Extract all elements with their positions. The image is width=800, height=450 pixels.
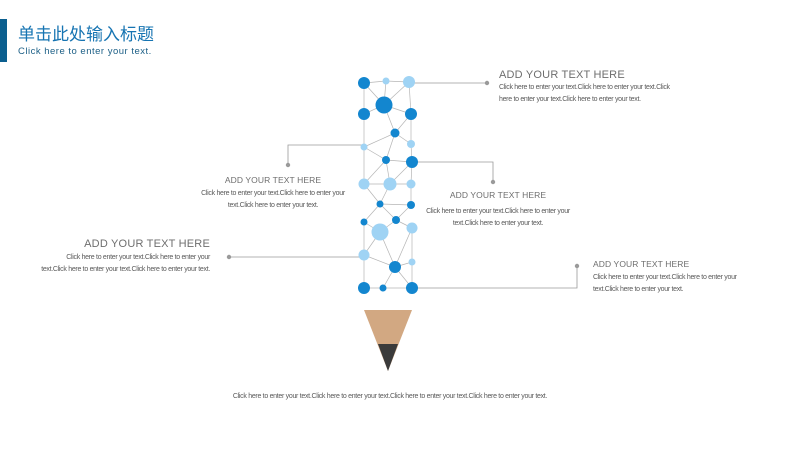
- network-nodes: [358, 76, 418, 294]
- connector-mid-left: [287, 144, 364, 165]
- callout-connectors: [229, 82, 578, 289]
- callout-mid-right-heading[interactable]: ADD YOUR TEXT HERE: [449, 190, 547, 200]
- callout-low-left-body[interactable]: Click here to enter your text.Click here…: [41, 254, 210, 273]
- callout-mid-right-body[interactable]: Click here to enter your text.Click here…: [426, 208, 570, 227]
- callout-low-right-heading[interactable]: ADD YOUR TEXT HERE: [593, 259, 690, 269]
- callout-top-right-body[interactable]: Click here to enter your text.Click here…: [499, 84, 670, 103]
- title-accent-bar: [0, 19, 7, 62]
- pencil-wood-tip: [364, 310, 412, 371]
- page-subtitle[interactable]: Click here to enter your text.: [18, 46, 152, 57]
- connector-low-right: [412, 266, 578, 289]
- footer-body-text[interactable]: Click here to enter your text.Click here…: [232, 393, 548, 400]
- callout-low-left-heading[interactable]: ADD YOUR TEXT HERE: [84, 238, 210, 250]
- callout-top-right-heading[interactable]: ADD YOUR TEXT HERE: [499, 69, 625, 81]
- callout-mid-left-heading[interactable]: ADD YOUR TEXT HERE: [224, 175, 322, 185]
- callout-mid-left-body[interactable]: Click here to enter your text.Click here…: [201, 190, 345, 209]
- connector-mid-right: [412, 161, 494, 182]
- connector-endpoints: [226, 80, 580, 269]
- pencil-lead-tip: [378, 344, 398, 371]
- callout-low-right-body[interactable]: Click here to enter your text.Click here…: [593, 274, 737, 293]
- page-title[interactable]: 单击此处输入标题: [18, 25, 154, 45]
